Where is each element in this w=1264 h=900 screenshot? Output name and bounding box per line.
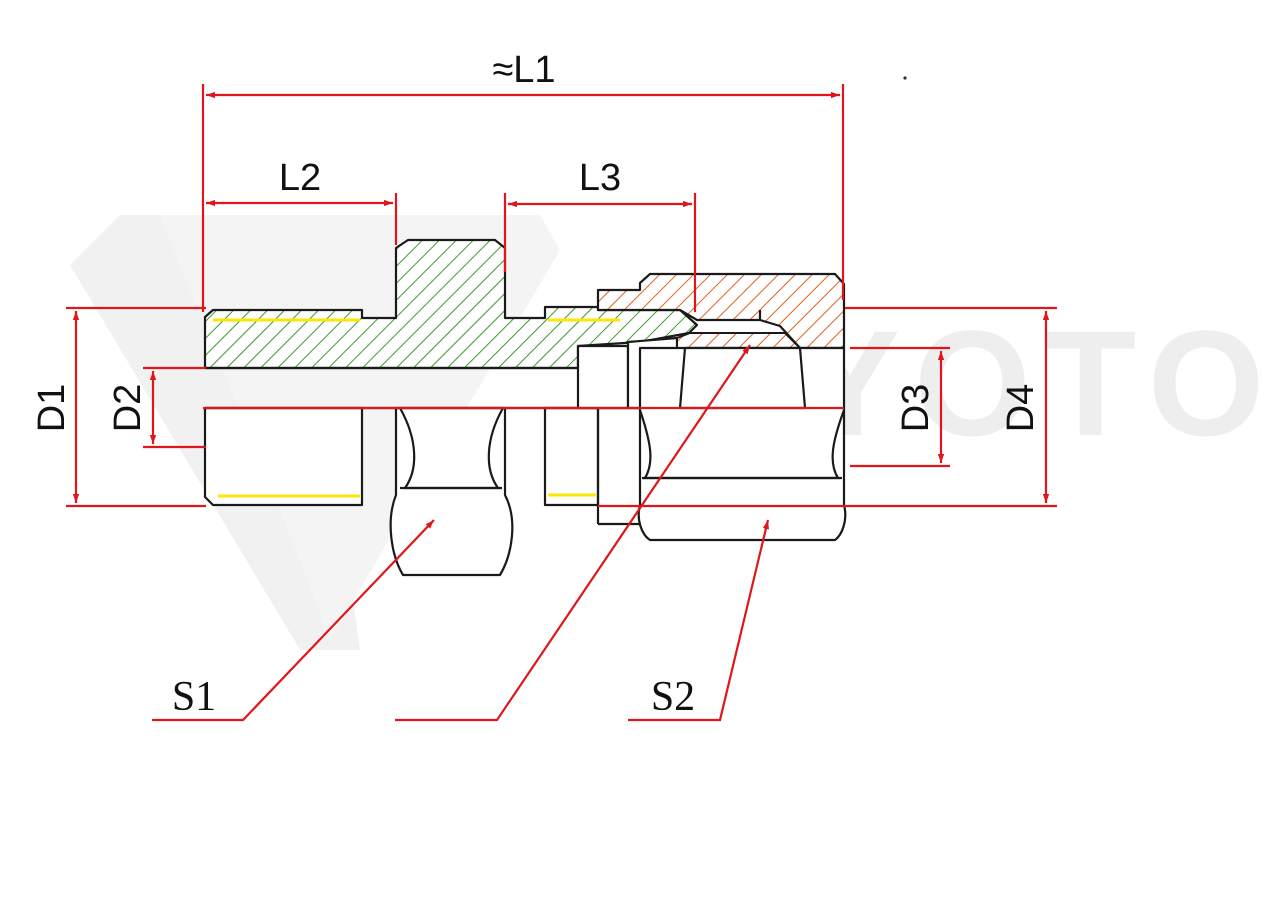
nut-outline [596, 346, 847, 542]
fitting-body-section [203, 238, 699, 370]
s2-leader [628, 519, 770, 722]
body-male-end-lower [203, 406, 364, 507]
s2-label: S2 [651, 674, 695, 720]
d3-label: D3 [895, 384, 937, 433]
body-tube-end-lower [543, 406, 600, 507]
olive-ring-section [676, 332, 803, 349]
callout-leaders [152, 344, 770, 722]
watermark-text: YOTON [800, 299, 1264, 467]
olive-leader [395, 344, 751, 722]
d1-label: D1 [31, 384, 73, 433]
l2-label: L2 [279, 157, 321, 199]
body-hatched-section [203, 238, 699, 370]
l1-label: ≈L1 [492, 49, 555, 91]
l3-label: L3 [579, 157, 621, 199]
tube-insert [576, 344, 630, 410]
d2-label: D2 [107, 384, 149, 433]
hex-s1-lower [389, 406, 514, 577]
s1-label: S1 [172, 674, 216, 720]
d4-label: D4 [1000, 384, 1042, 433]
dimension-labels: ≈L1 L2 L3 D1 D2 D3 D4 S1 S2 [31, 49, 1042, 720]
s1-leader [152, 519, 435, 722]
stray-dot [903, 76, 907, 80]
dimension-lines [66, 84, 1057, 508]
